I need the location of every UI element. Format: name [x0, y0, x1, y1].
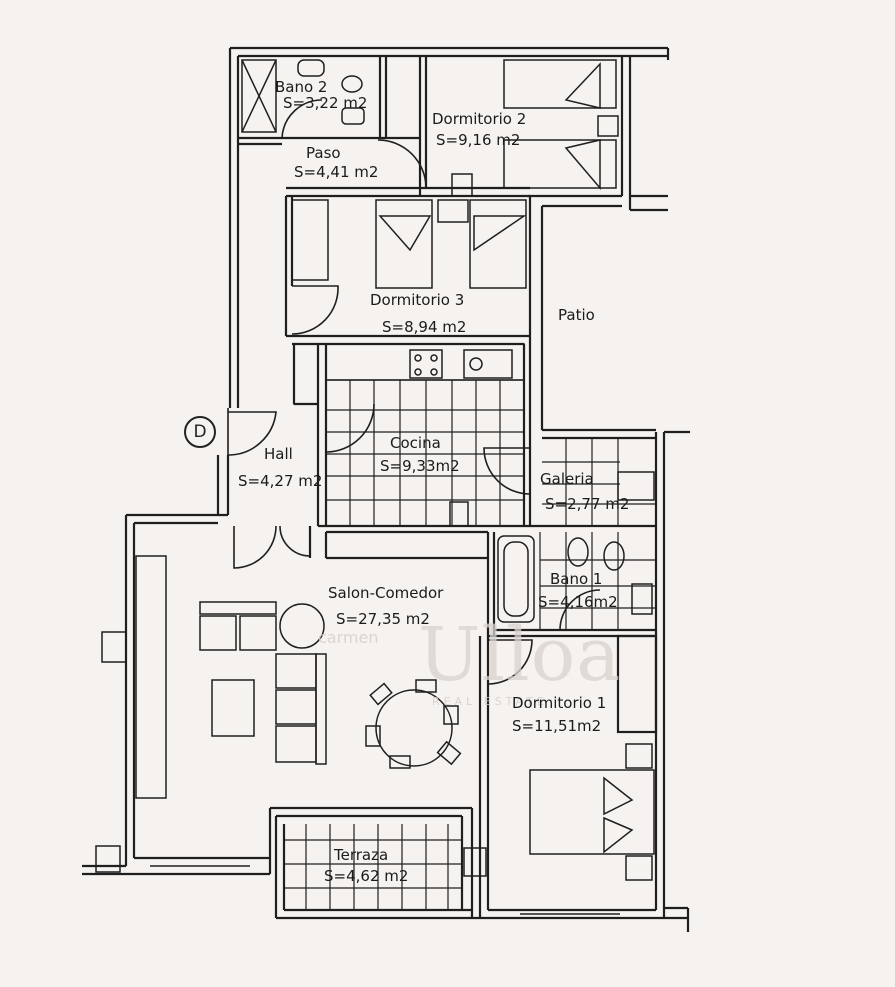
room-label-terraza: Terraza — [334, 846, 389, 864]
room-area-terraza: S=4,62 m2 — [324, 867, 409, 885]
room-area-hall: S=4,27 m2 — [238, 472, 323, 490]
room-area-dormitorio1: S=11,51m2 — [512, 717, 602, 735]
room-label-paso: Paso — [306, 144, 341, 162]
room-area-dormitorio2: S=9,16 m2 — [436, 131, 521, 149]
room-label-galeria: Galeria — [540, 470, 594, 488]
watermark-subtitle: REAL ESTATE — [432, 695, 548, 708]
room-label-dormitorio3: Dormitorio 3 — [370, 291, 465, 309]
entrance-marker: D — [184, 416, 216, 448]
furniture — [95, 59, 655, 915]
doors — [227, 99, 601, 685]
room-area-bano1: S=4,16m2 — [538, 593, 618, 611]
room-area-dormitorio3: S=8,94 m2 — [382, 318, 467, 336]
room-label-dormitorio2: Dormitorio 2 — [432, 110, 527, 128]
exterior-walls — [82, 46, 690, 932]
room-area-galeria: S=2,77 m2 — [545, 495, 630, 513]
room-area-bano2: S=3,22 m2 — [283, 94, 368, 112]
room-label-salon: Salon-Comedor — [328, 584, 444, 602]
room-area-salon: S=27,35 m2 — [336, 610, 430, 628]
room-label-dormitorio1: Dormitorio 1 — [512, 694, 607, 712]
room-label-bano2: Bano 2 — [275, 78, 328, 96]
room-label-hall: Hall — [264, 445, 293, 463]
room-area-cocina: S=9,33m2 — [380, 457, 460, 475]
room-label-cocina: Cocina — [390, 434, 441, 452]
watermark-logo: Ulloa — [418, 612, 622, 698]
room-area-paso: S=4,41 m2 — [294, 163, 379, 181]
watermark-small: carmen — [318, 628, 379, 647]
room-label-patio: Patio — [558, 306, 595, 324]
room-label-bano1: Bano 1 — [550, 570, 603, 588]
